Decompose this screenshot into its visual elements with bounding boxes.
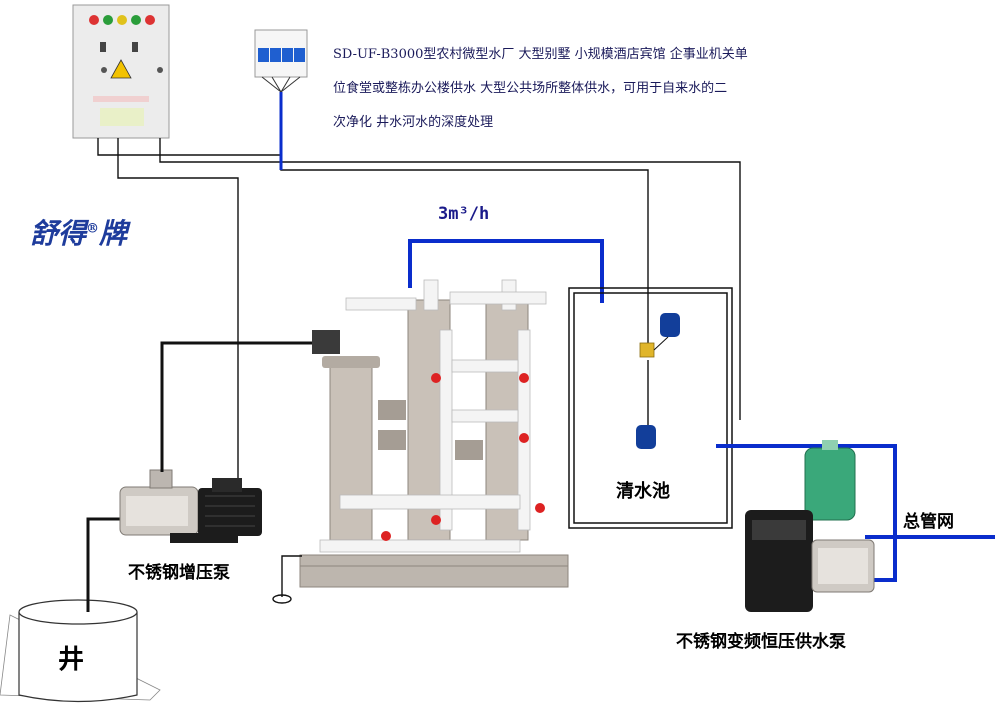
booster-outlet-pipe — [160, 341, 313, 472]
well — [0, 599, 161, 703]
indicator-light-icon — [145, 15, 155, 25]
brand-suffix: 牌 — [99, 217, 128, 250]
description-line: 位食堂或整栋办公楼供水 大型公共场所整体供水，可用于自来水的二 — [333, 81, 728, 96]
booster-pump-label: 不锈钢增压泵 — [128, 562, 230, 583]
clear-water-tank — [568, 287, 733, 529]
main-network-label: 总管网 — [903, 511, 954, 532]
switch-icon — [132, 42, 138, 52]
description-line: SD-UF-B3000型农村微型水厂 大型别墅 小规模酒店宾馆 企事业机关单 — [333, 47, 748, 62]
well-intake-pipe — [86, 517, 120, 612]
registered-mark: ® — [86, 221, 100, 237]
indicator-light-icon — [131, 15, 141, 25]
circuit-breaker — [254, 29, 308, 93]
float-switch-icon — [660, 313, 680, 337]
valve-icon — [431, 373, 441, 383]
flow-rate-label: 3m³/h — [438, 204, 490, 224]
control-cabinet — [72, 4, 170, 139]
brand-logo: 舒得®牌 — [30, 212, 127, 252]
valve-icon — [535, 503, 545, 513]
booster-pump — [119, 469, 262, 543]
clear-tank-label: 清水池 — [616, 480, 670, 502]
indicator-light-icon — [89, 15, 99, 25]
indicator-light-icon — [117, 15, 127, 25]
drain-outlet — [272, 555, 302, 604]
valve-icon — [431, 515, 441, 525]
vfd-pump-label: 不锈钢变频恒压供水泵 — [676, 631, 846, 652]
treated-water-pipe — [408, 239, 604, 303]
warning-icon — [110, 59, 132, 79]
product-description: SD-UF-B3000型农村微型水厂 大型别墅 小规模酒店宾馆 企事业机关单 位… — [333, 38, 853, 140]
description-line: 次净化 井水河水的深度处理 — [333, 115, 494, 130]
valve-icon — [519, 433, 529, 443]
filtration-unit — [299, 279, 569, 588]
valve-icon — [519, 373, 529, 383]
tank-outlet-pipe — [716, 444, 897, 582]
well-label: 井 — [58, 645, 84, 675]
switch-icon — [100, 42, 106, 52]
brand-name: 舒得 — [30, 217, 87, 250]
vfd-pump — [745, 440, 875, 612]
float-switch-icon — [636, 425, 656, 449]
indicator-light-icon — [103, 15, 113, 25]
valve-icon — [381, 531, 391, 541]
